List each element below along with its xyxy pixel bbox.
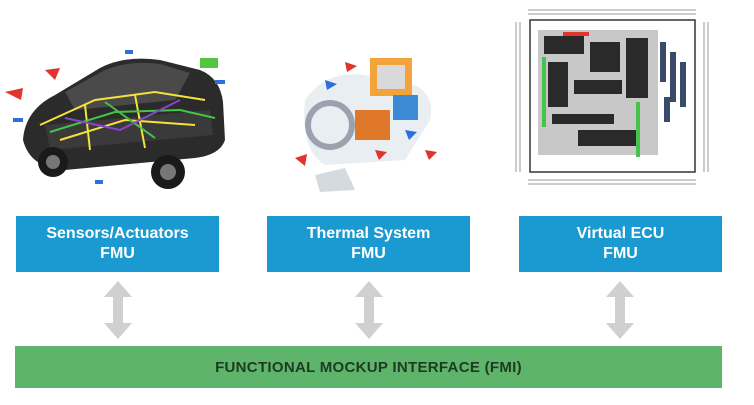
fmu-label-line2: FMU bbox=[351, 245, 386, 262]
fmu-label-line2: FMU bbox=[100, 245, 135, 262]
virtual-ecu-fmu-box: Virtual ECU FMU bbox=[519, 216, 722, 272]
sensors-actuators-fmu-box: Sensors/Actuators FMU bbox=[16, 216, 219, 272]
fmu-label-line1: Sensors/Actuators bbox=[46, 225, 189, 242]
thermal-system-illustration bbox=[295, 58, 437, 192]
fmu-label-line1: Thermal System bbox=[306, 225, 431, 242]
car-sensors-illustration bbox=[5, 50, 225, 189]
double-arrow-icon bbox=[355, 281, 383, 339]
fmi-interface-bar: FUNCTIONAL MOCKUP INTERFACE (FMI) bbox=[15, 346, 722, 388]
thermal-system-fmu-box: Thermal System FMU bbox=[267, 216, 470, 272]
fmu-label-line1: Virtual ECU bbox=[576, 225, 665, 242]
double-arrow-icon bbox=[104, 281, 132, 339]
fmi-label: FUNCTIONAL MOCKUP INTERFACE (FMI) bbox=[215, 358, 522, 376]
double-arrow-icon bbox=[606, 281, 634, 339]
ecu-chip-illustration bbox=[508, 2, 716, 192]
fmu-label-line2: FMU bbox=[603, 245, 638, 262]
